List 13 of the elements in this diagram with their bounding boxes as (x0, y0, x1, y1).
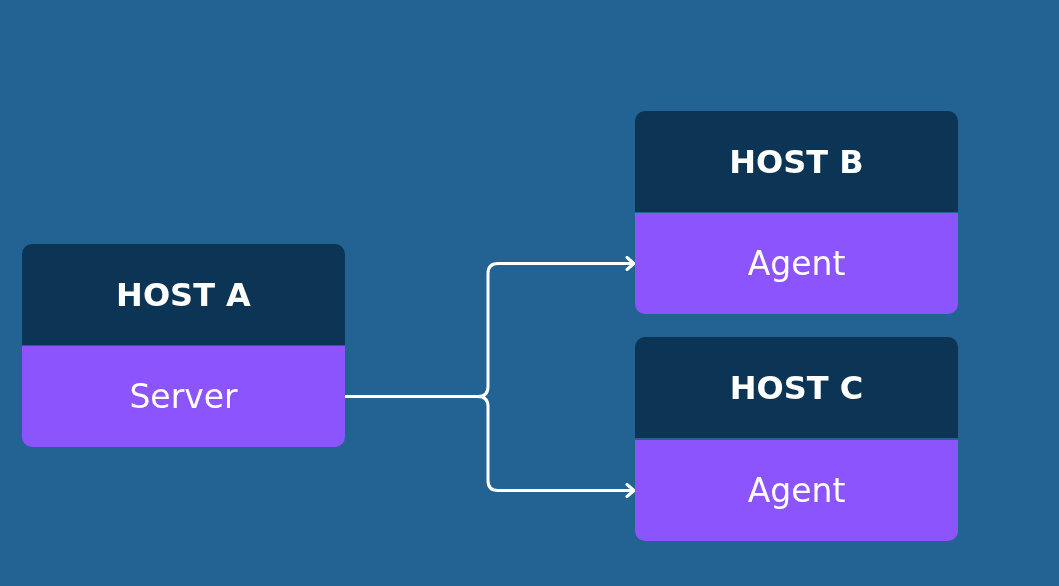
host-header (635, 337, 958, 438)
component-label: Agent (747, 471, 846, 510)
host-header (635, 111, 958, 212)
component-box (635, 440, 958, 541)
component-label: Agent (747, 244, 846, 283)
component-box (22, 346, 345, 447)
arrow (345, 395, 636, 498)
component-box (635, 213, 958, 314)
component-label: Server (129, 377, 238, 416)
host-header (22, 244, 345, 345)
host-title: HOST B (729, 142, 864, 181)
host-title: HOST C (729, 368, 864, 407)
host-title: HOST A (116, 275, 251, 314)
